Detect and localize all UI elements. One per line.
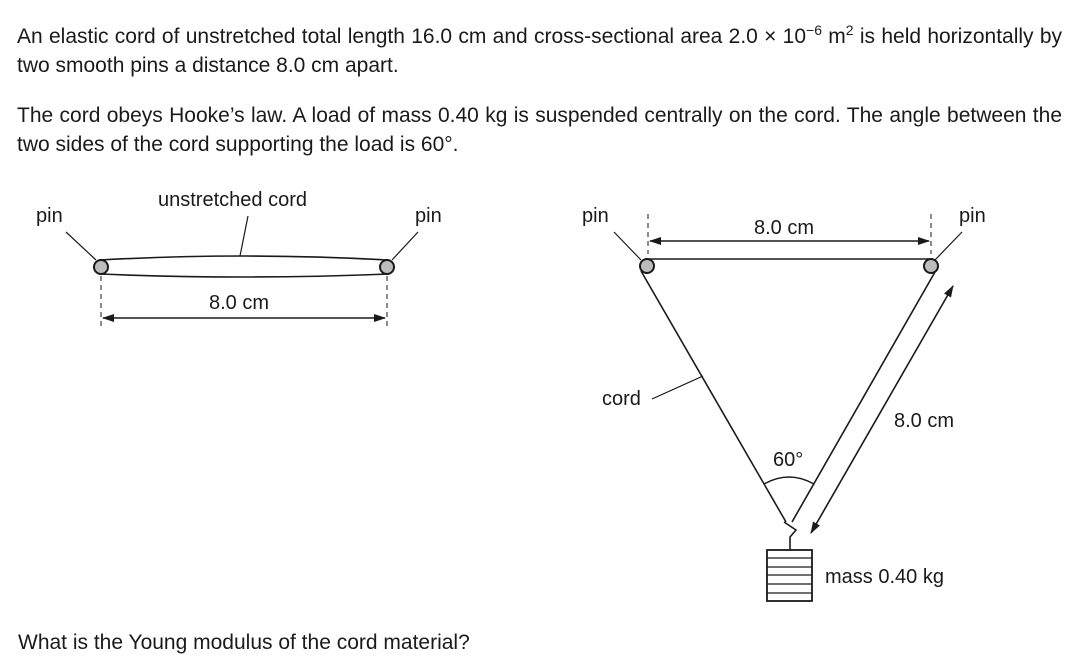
right-cord-right-side <box>791 271 936 523</box>
right-cord-left-side <box>640 270 787 523</box>
left-pin-label-right: pin <box>415 205 442 227</box>
exponent-two: 2 <box>845 22 854 38</box>
question-text: What is the Young modulus of the cord ma… <box>18 631 470 654</box>
problem-paragraph-1: An elastic cord of unstretched total len… <box>17 16 1062 80</box>
side-length-arrow <box>810 285 954 534</box>
side-length-label: 8.0 cm <box>894 410 954 432</box>
left-pin-leader-left <box>65 231 97 261</box>
problem-text-part-c: is held horizontally by two smooth pins … <box>17 25 1063 77</box>
right-diagram: pin pin 8.0 cm cord 60° 8.0 cm <box>582 205 986 602</box>
right-pin-leader-left <box>613 231 642 261</box>
angle-arc <box>763 476 815 485</box>
unstretched-cord-top <box>99 255 389 261</box>
left-pin-left <box>93 259 109 275</box>
problem-paragraph-2: The cord obeys Hooke’s law. A load of ma… <box>17 104 1062 156</box>
unstretched-cord-bottom <box>99 273 389 278</box>
right-pin-leader-right <box>934 231 963 261</box>
cord-label: cord <box>602 388 641 410</box>
left-diagram: pin pin unstretched cord 8.0 cm <box>36 189 442 330</box>
hook <box>783 521 798 550</box>
right-pin-label-right: pin <box>959 205 986 227</box>
left-distance-label: 8.0 cm <box>209 292 269 314</box>
left-pin-label-left: pin <box>36 205 63 227</box>
mass-block <box>766 549 813 602</box>
right-pin-right <box>923 258 939 274</box>
left-pin-leader-right <box>391 231 419 261</box>
right-pin-left <box>639 258 655 274</box>
problem-text-part-a: An elastic cord of unstretched total len… <box>17 25 807 48</box>
right-pin-label-left: pin <box>582 205 609 227</box>
mass-label: mass 0.40 kg <box>825 566 944 588</box>
unstretched-cord-leader <box>239 215 249 257</box>
angle-label: 60° <box>773 449 803 471</box>
right-top-distance-label: 8.0 cm <box>754 217 814 239</box>
left-pin-right <box>379 259 395 275</box>
cord-leader <box>651 375 704 400</box>
exponent-minus-six: −6 <box>806 22 823 38</box>
unstretched-cord-label: unstretched cord <box>158 189 307 211</box>
problem-text-part-b: m <box>822 25 846 48</box>
